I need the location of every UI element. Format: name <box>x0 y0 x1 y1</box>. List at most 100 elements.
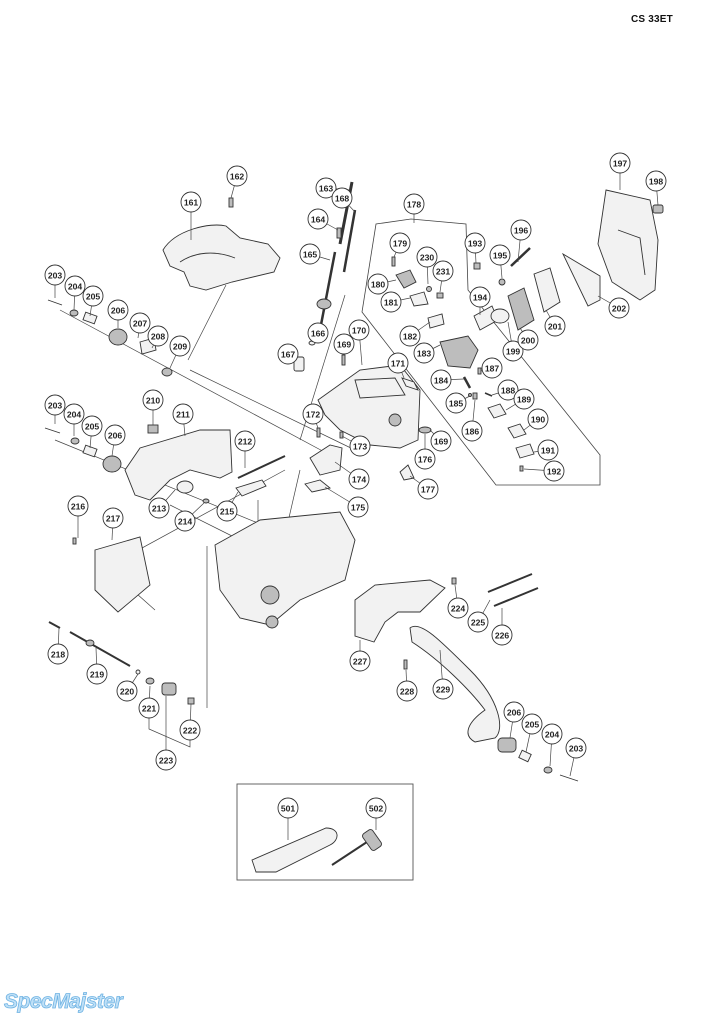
part-169-screw <box>341 354 346 366</box>
callout-bubble <box>414 448 436 470</box>
callout-208: 208 <box>147 325 169 349</box>
callout-bubble <box>541 723 563 745</box>
part-181-plate <box>409 291 429 307</box>
callout-number: 206 <box>111 306 126 316</box>
callout-206: 206 <box>503 701 525 739</box>
callout-212: 212 <box>234 430 256 468</box>
callout-187: 187 <box>480 357 503 379</box>
callout-bubble <box>349 650 371 672</box>
callout-180: 180 <box>367 273 397 295</box>
model-title: CS 33ET <box>631 14 673 25</box>
callout-163: 163 <box>315 177 351 199</box>
callout-bubble <box>64 275 86 297</box>
callout-bubble <box>510 219 532 241</box>
callout-number: 211 <box>176 410 190 420</box>
callout-bubble <box>513 388 535 410</box>
callout-162: 162 <box>226 165 248 199</box>
callout-228: 228 <box>396 669 418 702</box>
part-200-filter-base <box>507 287 535 331</box>
callout-bubble <box>537 439 559 461</box>
callout-181: 181 <box>380 291 411 313</box>
callout-number: 201 <box>548 322 563 332</box>
callout-bubble <box>234 430 256 452</box>
callout-number: 205 <box>86 292 101 302</box>
callout-bubble <box>497 379 519 401</box>
callout-bubble <box>416 246 438 268</box>
callout-169: 169 <box>333 333 355 356</box>
callout-number: 195 <box>493 251 508 261</box>
callout-183: 183 <box>413 342 441 364</box>
callout-bubble <box>216 500 238 522</box>
callout-bubble <box>129 312 151 334</box>
callout-bubble <box>430 430 452 452</box>
callout-number: 193 <box>468 239 483 249</box>
callout-number: 186 <box>465 427 480 437</box>
callout-bubble <box>543 460 565 482</box>
callout-bubble <box>645 170 667 192</box>
callout-220: 220 <box>116 673 139 702</box>
callout-bubble <box>349 435 371 457</box>
part-220-o-ring <box>135 669 141 675</box>
callout-bubble <box>544 315 566 337</box>
callout-bubble <box>469 286 491 308</box>
callout-number: 163 <box>319 184 334 194</box>
callout-224: 224 <box>447 584 469 619</box>
callout-bubble <box>396 680 418 702</box>
callout-bubble <box>389 232 411 254</box>
callout-bubble <box>348 319 370 341</box>
callout-number: 210 <box>146 396 161 406</box>
callout-bubble <box>399 325 421 347</box>
callout-number: 205 <box>85 422 100 432</box>
callout-number: 184 <box>434 376 449 386</box>
callout-number: 230 <box>420 253 435 263</box>
callout-bubble <box>307 208 329 230</box>
part-229-front-handle <box>409 625 501 743</box>
callout-number: 208 <box>151 332 166 342</box>
callout-bubble <box>527 408 549 430</box>
callout-bubble <box>333 333 355 355</box>
callout-number: 204 <box>67 410 82 420</box>
callout-bubble <box>461 420 483 442</box>
part-167-filter <box>293 356 305 372</box>
callout-number: 200 <box>521 336 536 346</box>
callout-number: 176 <box>418 455 433 465</box>
callout-number: 215 <box>220 507 235 517</box>
callout-number: 213 <box>152 504 167 514</box>
callout-166: 166 <box>307 322 329 344</box>
callout-bubble <box>104 424 126 446</box>
part-184-spring <box>462 376 472 389</box>
part-182-gasket <box>427 313 445 329</box>
callout-bubble <box>82 285 104 307</box>
callout-number: 205 <box>525 720 540 730</box>
callout-230: 230 <box>416 246 438 285</box>
part-212-throttle-rod <box>237 455 286 479</box>
callout-210: 210 <box>142 389 164 425</box>
callout-bubble <box>347 496 369 518</box>
callout-bubble <box>445 392 467 414</box>
part-214-spring <box>202 498 210 504</box>
callout-199: 199 <box>502 321 524 362</box>
callout-202: 202 <box>597 295 630 319</box>
callout-number: 185 <box>449 399 464 409</box>
part-201-filter <box>533 267 561 313</box>
callout-bubble <box>489 244 511 266</box>
callout-222: 222 <box>179 703 201 741</box>
callout-number: 173 <box>353 442 368 452</box>
callout-number: 223 <box>159 756 174 766</box>
callout-214: 214 <box>174 502 205 532</box>
part-230-nut <box>426 286 432 292</box>
callout-225: 225 <box>467 599 491 633</box>
callout-205: 205 <box>82 285 104 317</box>
callout-bubble <box>169 335 191 357</box>
callout-218: 218 <box>47 627 69 665</box>
callout-219: 219 <box>86 647 108 685</box>
callout-number: 207 <box>133 319 148 329</box>
callout-bubble <box>348 468 370 490</box>
part-172-screw <box>316 427 321 438</box>
callout-bubble <box>413 342 435 364</box>
callout-223: 223 <box>155 696 177 771</box>
callout-211: 211 <box>172 403 194 437</box>
callout-bubble <box>430 369 452 391</box>
callout-205: 205 <box>81 415 103 449</box>
callout-bubble <box>432 260 454 282</box>
